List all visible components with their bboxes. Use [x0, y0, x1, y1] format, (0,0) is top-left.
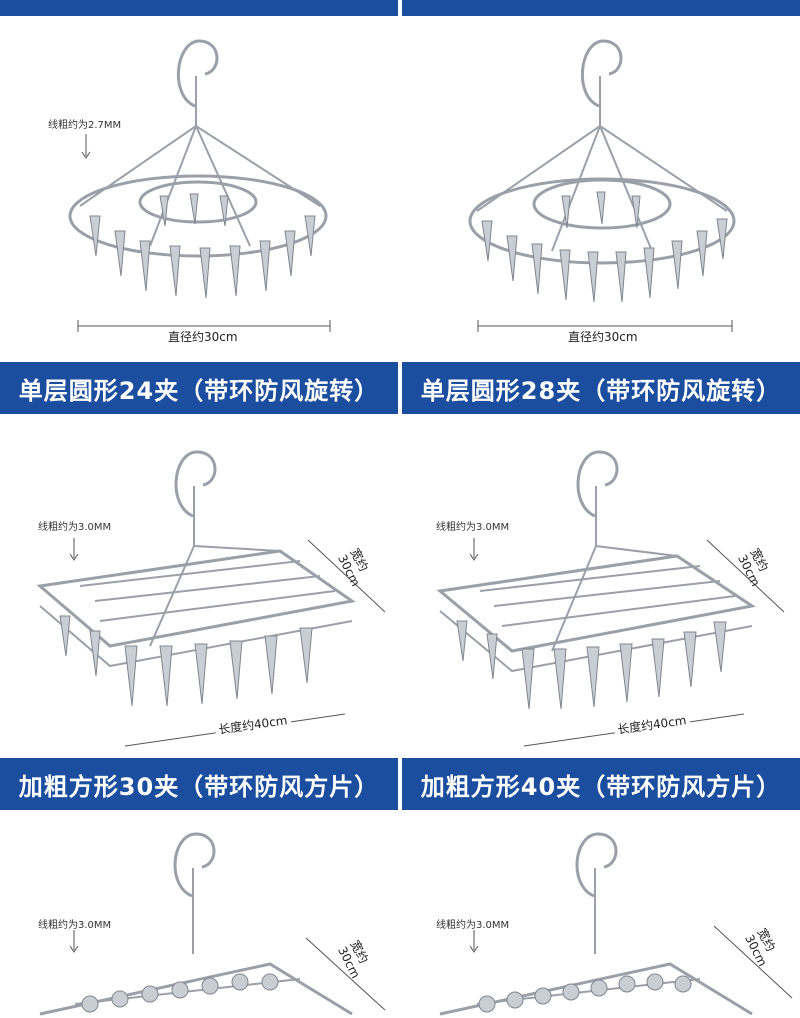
- top-band-right: [402, 0, 800, 16]
- square-hanger-image: [39, 832, 386, 1016]
- wire-thickness-label: 线粗约为3.0MM: [38, 920, 112, 931]
- wire-thickness-label: 线粗约为3.0MM: [436, 522, 510, 533]
- top-band-left: [0, 0, 398, 16]
- product-cell-round-24: 线粗约为2.7MM 直径约30cm: [0, 16, 398, 360]
- product-cell-square-partial-right: 线粗约为3.0MM 宽约 30cm: [402, 814, 800, 1018]
- product-title-band: 加粗方形40夹（带环防风方片）: [402, 758, 800, 810]
- product-title-band: 单层圆形28夹（带环防风旋转）: [402, 362, 800, 414]
- product-cell-square-40: 线粗约为3.0MM 长度约40cm 宽约 30cm: [402, 416, 800, 756]
- product-cell-square-partial-left: 线粗约为3.0MM 宽约 30cm: [0, 814, 398, 1018]
- diameter-label: 直径约30cm: [565, 328, 641, 345]
- wire-thickness-label: 线粗约为3.0MM: [436, 920, 510, 931]
- product-title-band: 加粗方形30夹（带环防风方片）: [0, 758, 398, 810]
- round-hanger-image: [68, 39, 331, 332]
- diameter-label: 直径约30cm: [165, 328, 241, 345]
- wire-thickness-label: 线粗约为2.7MM: [48, 120, 122, 131]
- product-title-band: 单层圆形24夹（带环防风旋转）: [0, 362, 398, 414]
- square-hanger-image: [36, 450, 386, 747]
- round-hanger-image: [468, 39, 736, 332]
- wire-thickness-label: 线粗约为3.0MM: [38, 522, 112, 533]
- square-hanger-image: [436, 450, 785, 747]
- product-cell-round-28: 直径约30cm: [402, 16, 800, 360]
- product-cell-square-30: 线粗约为3.0MM 长度约40cm 宽约 30cm: [0, 416, 398, 756]
- square-hanger-image: [439, 832, 793, 1016]
